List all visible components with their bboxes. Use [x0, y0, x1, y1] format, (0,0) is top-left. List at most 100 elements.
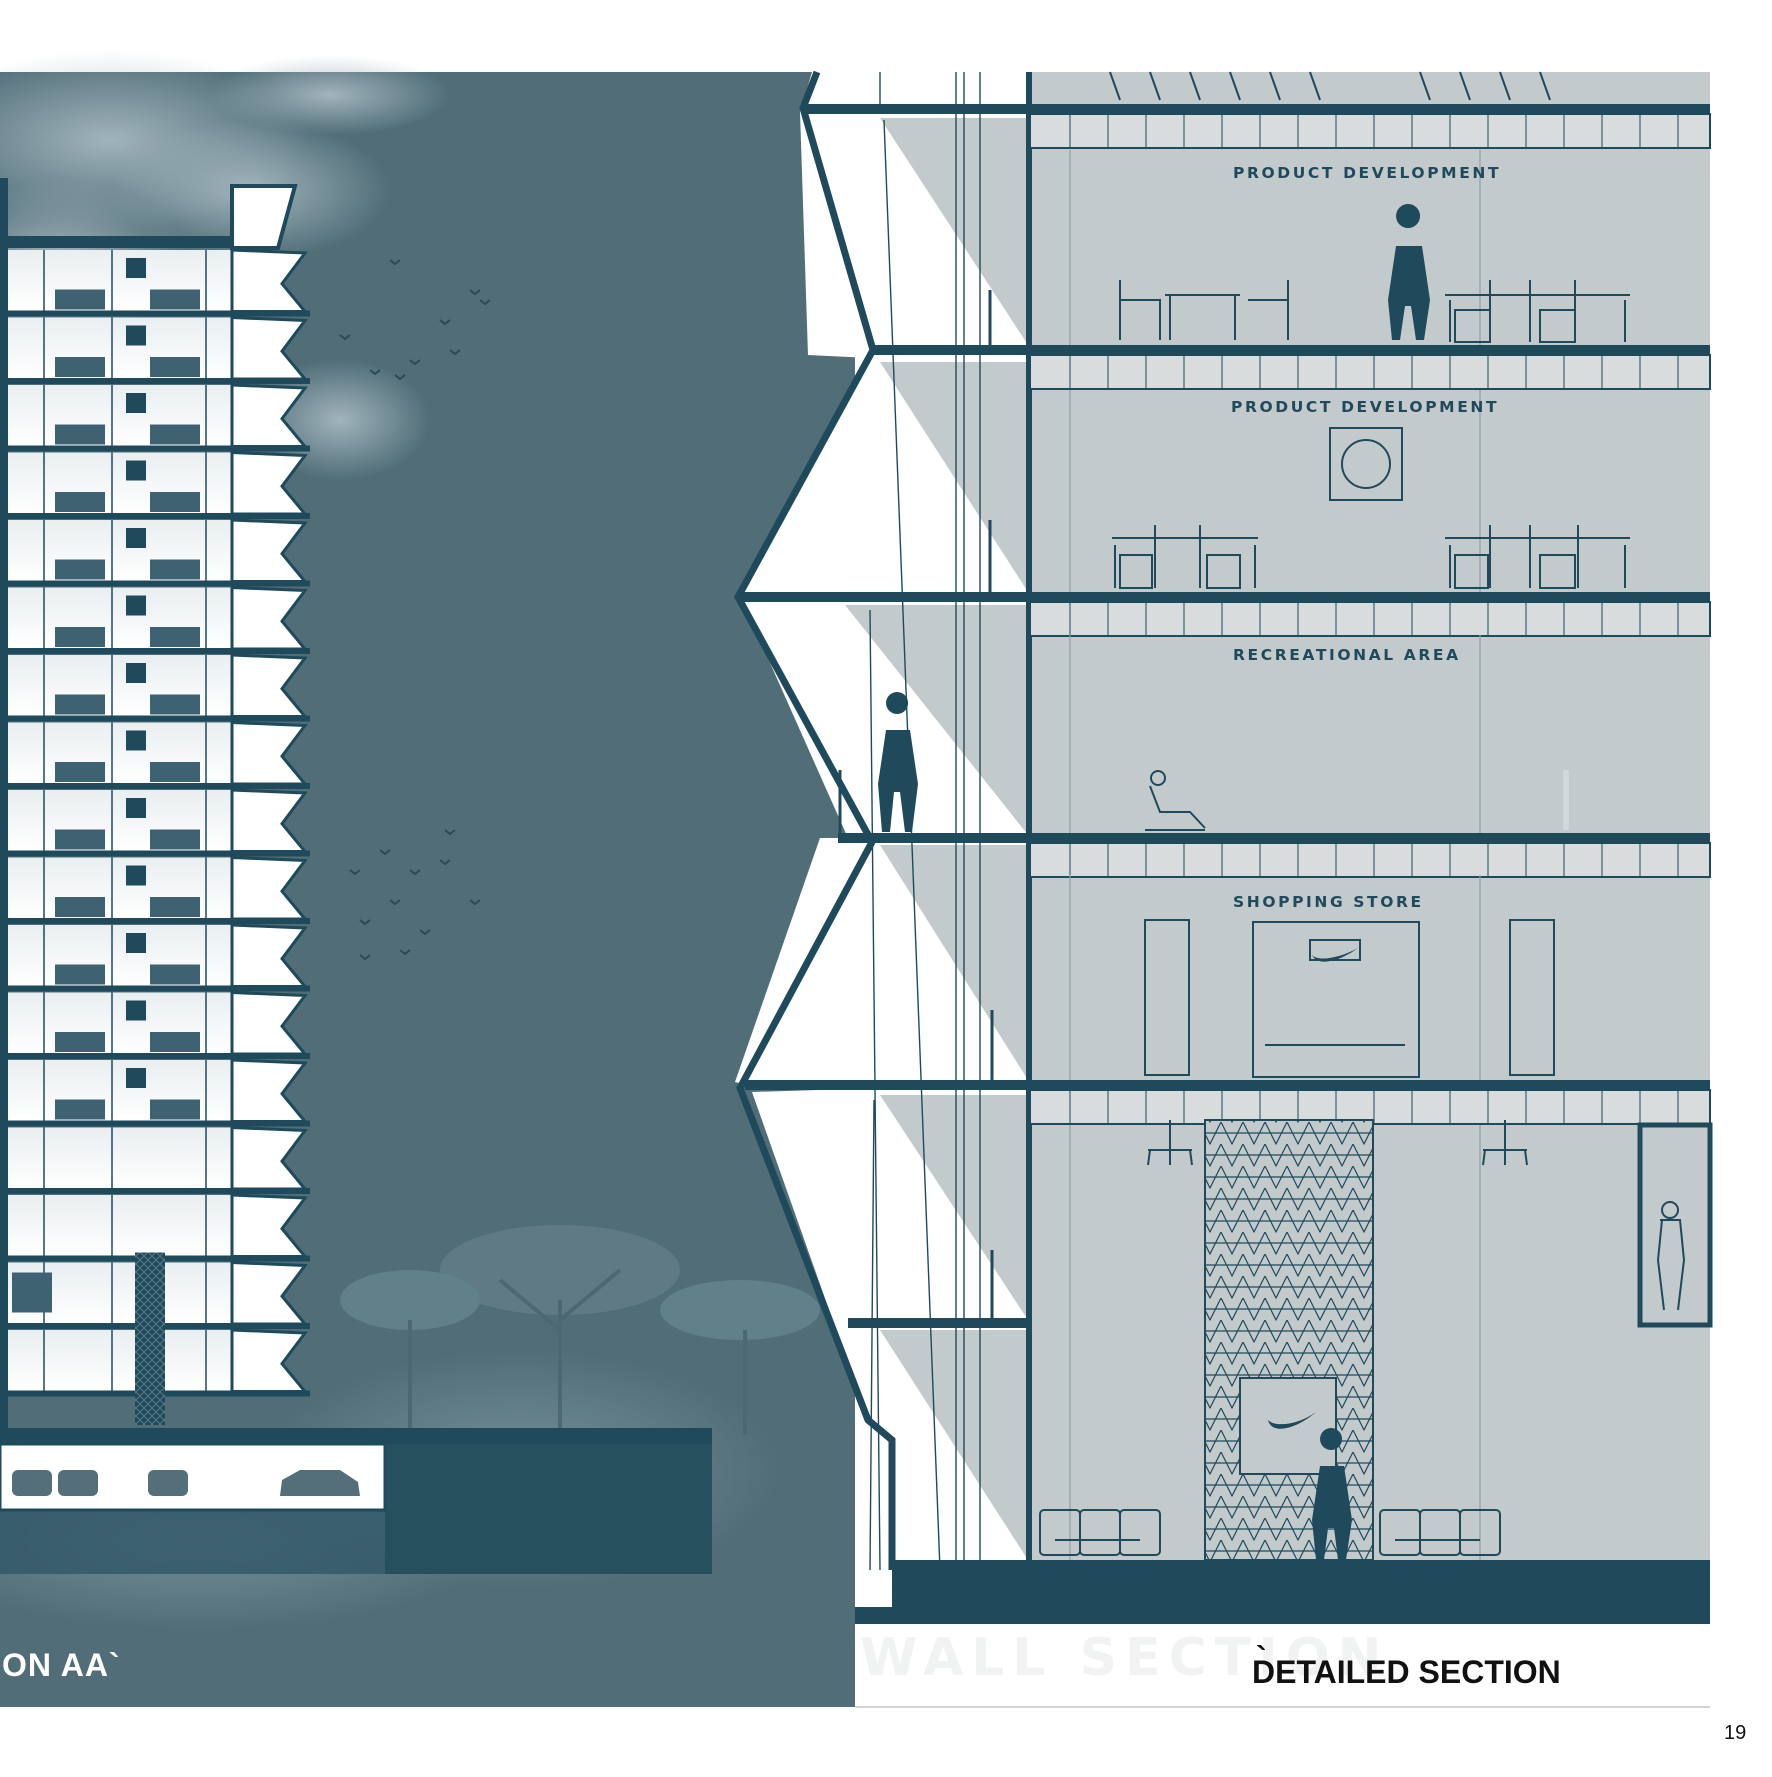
- floor-interior: [8, 1195, 232, 1257]
- detailed-section-title: DETAILED SECTION: [1252, 1654, 1561, 1690]
- detail-base-slab: [892, 1560, 1710, 1624]
- chandeliers: [1147, 1120, 1528, 1166]
- furniture-group: [55, 559, 105, 580]
- furniture-group: [150, 492, 200, 512]
- building-section-aa: [0, 178, 310, 1433]
- logo-tile: [126, 933, 146, 953]
- floor-6: [0, 585, 310, 654]
- furniture-group: [55, 1032, 105, 1052]
- facade-fin: [230, 1058, 309, 1123]
- logo-tile: [126, 663, 146, 683]
- slab-top: [1030, 1080, 1710, 1090]
- furniture-group: [150, 897, 200, 917]
- floor-14: [0, 1125, 310, 1194]
- wall-section-watermark: WALL SECTION: [860, 1628, 1390, 1688]
- facade-fin: [230, 585, 309, 651]
- label-recreational-area: RECREATIONAL AREA: [1233, 646, 1461, 664]
- floor-slab: [0, 513, 310, 519]
- floor-5: [0, 518, 310, 587]
- floor-slab: [0, 1053, 310, 1059]
- furniture-group: [150, 829, 200, 850]
- floor-interior: [8, 1127, 232, 1189]
- floor-slab: [0, 985, 310, 992]
- floor-11: [0, 923, 310, 992]
- shoe-shelf: [12, 1272, 52, 1313]
- roof-slab: [0, 236, 245, 248]
- facade-fin: [230, 855, 309, 921]
- furniture-group: [55, 964, 105, 985]
- floor1-furniture: [1119, 280, 1630, 343]
- furniture-group: [150, 1099, 200, 1120]
- furniture-group: [55, 424, 105, 445]
- page-number: 19: [1724, 1722, 1747, 1744]
- slab-band: [1029, 354, 1711, 390]
- floor-interior: [8, 1330, 232, 1392]
- facade-fin: [230, 1328, 309, 1393]
- trees: [340, 1225, 820, 1440]
- swoosh-logo-1: [1312, 948, 1358, 962]
- floor-9: [0, 788, 310, 857]
- logo-tile: [126, 798, 146, 818]
- floor-slab: [0, 445, 310, 452]
- floor-slab: [0, 310, 310, 317]
- facade-fin: [230, 518, 309, 583]
- title-rule: [855, 1706, 1710, 1708]
- side-room: [1637, 1122, 1713, 1328]
- slab-top: [1030, 345, 1710, 355]
- furniture-group: [150, 559, 200, 580]
- facade-fin: [230, 315, 309, 381]
- logo-tile: [126, 1068, 146, 1088]
- furniture-group: [55, 829, 105, 850]
- facade-fin: [230, 720, 309, 786]
- floor-1: [0, 248, 310, 317]
- facade-fin: [230, 990, 309, 1056]
- person-silhouette-3: [1312, 1428, 1352, 1560]
- floor-slab: [0, 715, 310, 722]
- furniture-group: [150, 1032, 200, 1052]
- furniture-group: [150, 694, 200, 715]
- label-product-development-2: PRODUCT DEVELOPMENT: [1231, 398, 1500, 416]
- interior-floor-slabs: [1029, 104, 1711, 1125]
- planter-ghost: [1563, 770, 1569, 830]
- interior-wall: [1026, 72, 1032, 1570]
- floor-slab: [0, 580, 310, 587]
- floor-10: [0, 855, 310, 924]
- slab-band: [1029, 601, 1711, 637]
- furniture-group: [150, 964, 200, 985]
- railings: [838, 290, 994, 1320]
- floor-8: [0, 720, 310, 789]
- floor-7: [0, 653, 310, 722]
- logo-tile: [126, 460, 146, 481]
- furniture-group: [55, 1099, 105, 1120]
- facade-fin: [230, 1260, 309, 1326]
- facade-fin: [230, 788, 309, 853]
- floor-slab: [0, 918, 310, 924]
- facade-fin: [230, 383, 309, 448]
- floor-slab: [0, 783, 310, 789]
- lobby-sofas: [1039, 1509, 1501, 1556]
- floor-4: [0, 450, 310, 519]
- facade-fin: [230, 1125, 309, 1191]
- floor2-furniture: [1112, 427, 1630, 589]
- logo-tile: [126, 528, 146, 548]
- facade-fin: [230, 450, 309, 516]
- slab-top: [1030, 592, 1710, 602]
- floor-15: [0, 1193, 310, 1262]
- furniture-group: [55, 762, 105, 782]
- detail-base-edge: [855, 1607, 892, 1624]
- slab-top: [1030, 833, 1710, 843]
- furniture-group: [55, 289, 105, 310]
- interior-grid-lines: [1069, 150, 1481, 1560]
- furniture-group: [150, 357, 200, 377]
- facade-fin: [230, 248, 309, 313]
- person-silhouette-1: [1388, 204, 1430, 340]
- logo-tile: [126, 595, 146, 616]
- chairs-row-top: [1109, 71, 1551, 101]
- furniture-group: [55, 897, 105, 917]
- furniture-group: [150, 627, 200, 647]
- furniture-group: [55, 357, 105, 377]
- floor-3: [0, 383, 310, 452]
- slab-top: [1030, 104, 1710, 114]
- facade-slabs: [738, 104, 1030, 1328]
- furniture-group: [55, 492, 105, 512]
